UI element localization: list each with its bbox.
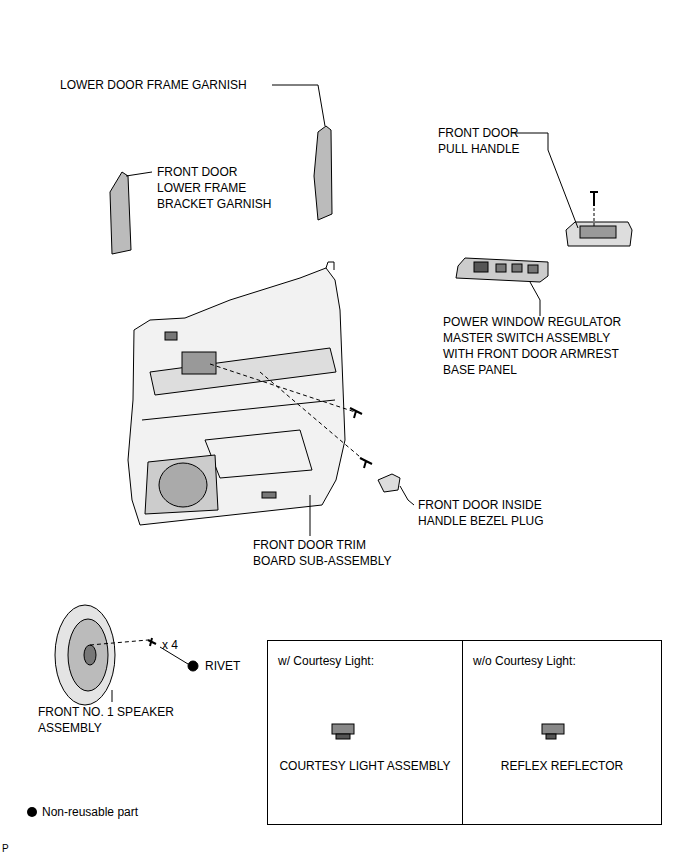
table-cell: w/ Courtesy Light: COURTESY LIGHT ASSEMBL… (267, 640, 463, 825)
part-label: FRONT DOOR TRIM BOARD SUB-ASSEMBLY (253, 537, 403, 569)
part-label: FRONT DOOR LOWER FRAME BRACKET GARNISH (157, 164, 282, 212)
part-label: REFLEX REFLECTOR (463, 758, 661, 774)
part-label: FRONT DOOR PULL HANDLE (438, 125, 538, 157)
quantity-note: x 4 (162, 637, 178, 653)
part-label: RIVET (205, 658, 240, 674)
legend-entry: Non-reusable part (26, 804, 138, 820)
legend-text: Non-reusable part (42, 805, 138, 819)
part-label: LOWER DOOR FRAME GARNISH (60, 77, 247, 93)
figure-code: P (2, 841, 9, 855)
legend-swatch (26, 806, 38, 818)
part-label: COURTESY LIGHT ASSEMBLY (268, 758, 462, 774)
part-label: FRONT DOOR INSIDE HANDLE BEZEL PLUG (418, 497, 553, 529)
cell-heading: w/o Courtesy Light: (473, 653, 576, 669)
part-label: POWER WINDOW REGULATOR MASTER SWITCH ASS… (443, 314, 633, 378)
table-cell: w/o Courtesy Light: REFLEX REFLECTOR (462, 640, 662, 825)
part-label: FRONT NO. 1 SPEAKER ASSEMBLY (38, 704, 188, 736)
cell-heading: w/ Courtesy Light: (278, 653, 374, 669)
